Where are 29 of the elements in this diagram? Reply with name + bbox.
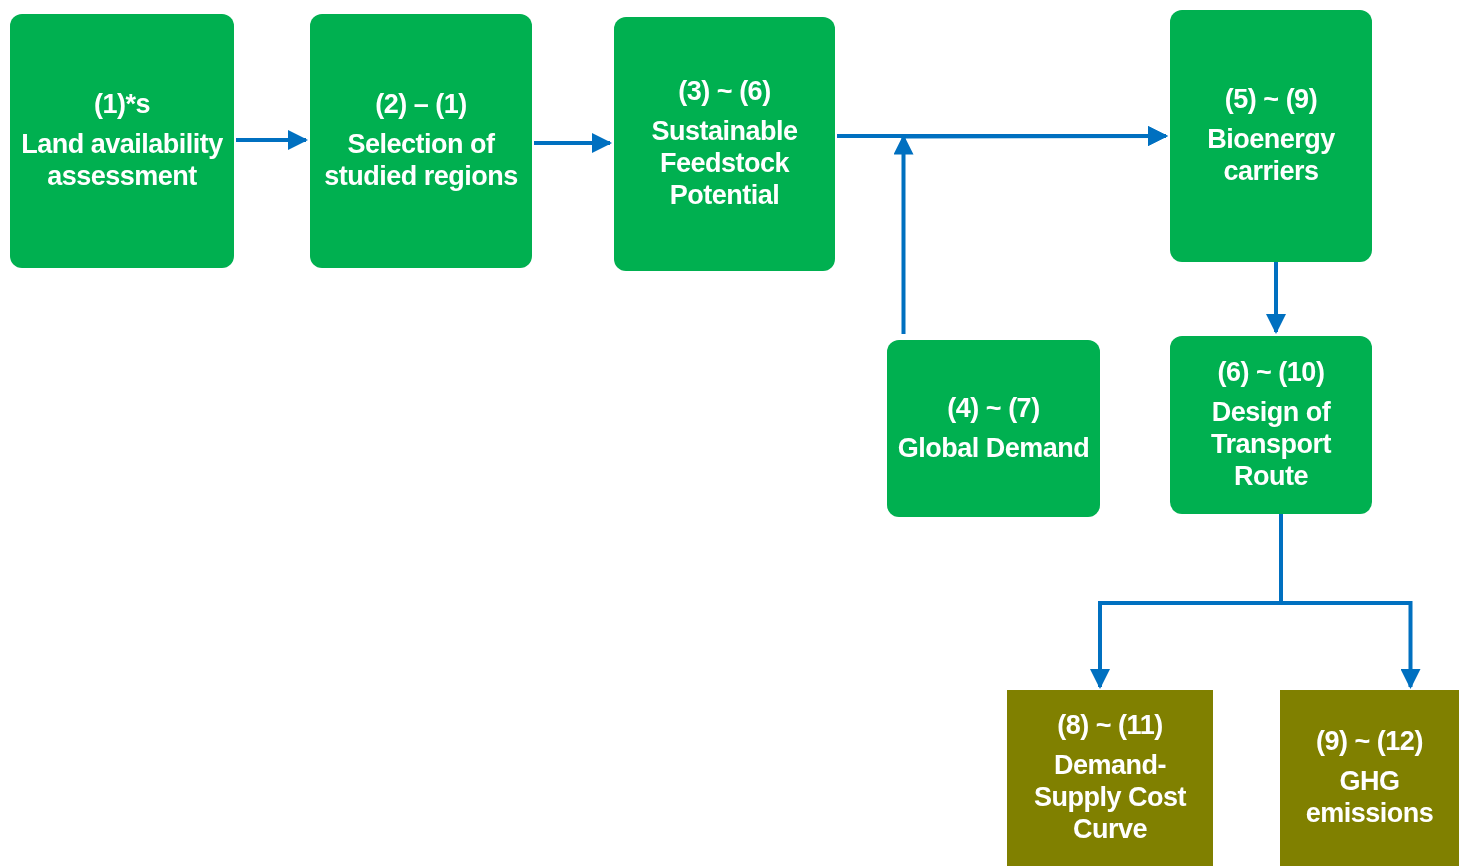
process-box — [310, 14, 532, 268]
step-number: (3) ~ (6) — [678, 76, 771, 109]
step-title: Design of Transport Route — [1210, 397, 1333, 493]
step-title: Demand-Supply Cost Curve — [1033, 750, 1188, 846]
step-number: (9) ~ (12) — [1316, 726, 1423, 759]
step-number: (5) ~ (9) — [1224, 84, 1318, 117]
process-box — [1170, 336, 1372, 514]
process-box — [614, 17, 835, 271]
step-number: (8) ~ (11) — [1057, 710, 1163, 743]
step-title: Selection of studied regions — [323, 129, 519, 193]
arrow — [236, 130, 308, 150]
process-box — [1007, 690, 1213, 866]
step-title: Bioenergy carriers — [1206, 124, 1336, 188]
process-box — [10, 14, 234, 268]
step-number: (4) ~ (7) — [947, 392, 1040, 425]
step-title: Sustainable Feedstock Potential — [650, 116, 799, 212]
arrow — [1279, 514, 1421, 689]
process-box — [1280, 690, 1459, 866]
arrow — [1266, 262, 1286, 334]
step-title: Global Demand — [897, 432, 1090, 465]
step-title: Land availability assessment — [20, 129, 224, 193]
process-box — [1170, 10, 1372, 262]
process-box — [887, 340, 1100, 517]
step-title: GHG emissions — [1304, 766, 1435, 830]
step-number: (6) ~ (10) — [1217, 357, 1325, 390]
arrow — [894, 126, 1168, 334]
arrow — [534, 133, 612, 153]
step-number: (1)*s — [94, 89, 150, 122]
step-number: (2) – (1) — [375, 89, 467, 122]
